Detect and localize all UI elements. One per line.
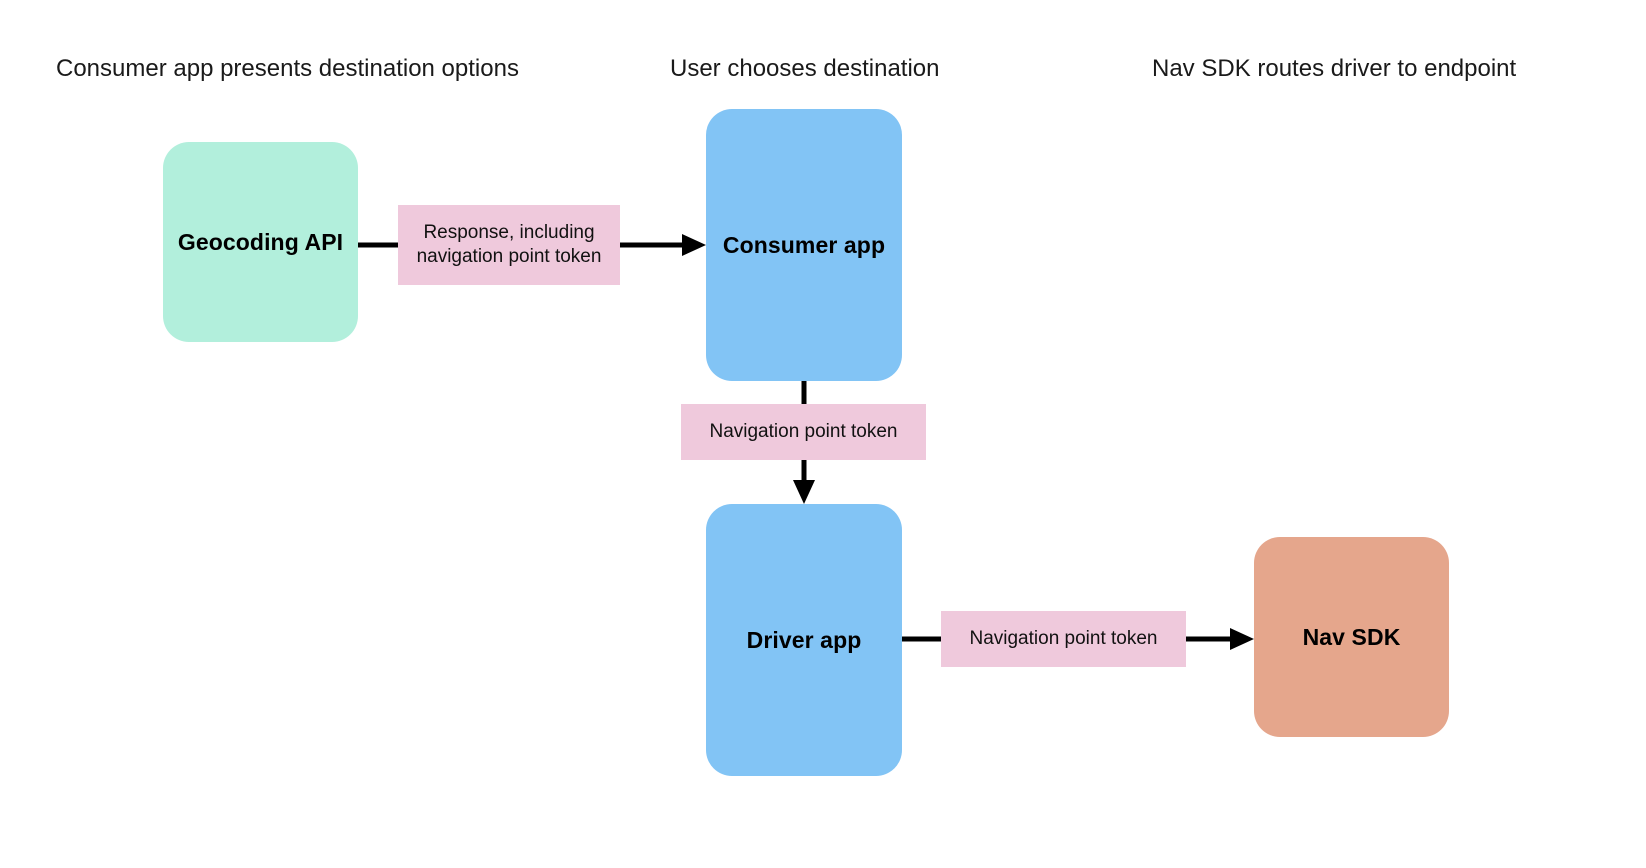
node-geocoding-api[interactable]: Geocoding API (163, 142, 358, 342)
column-heading-nav-sdk: Nav SDK routes driver to endpoint (1152, 55, 1517, 82)
edge-label-response-including-navigation-point-token: Response, including navigation point tok… (398, 205, 620, 285)
node-consumer-app-label: Consumer app (722, 231, 886, 258)
node-nav-sdk-label: Nav SDK (1302, 623, 1401, 650)
edge-label-response-text: Response, including navigation point tok… (416, 221, 602, 267)
node-geocoding-api-label: Geocoding API (177, 228, 344, 255)
node-driver-app[interactable]: Driver app (706, 504, 902, 776)
column-heading-user: User chooses destination (670, 55, 940, 82)
edge-label-navigation-point-token-text-2: Navigation point token (969, 627, 1158, 649)
arrowhead-to-consumer-app (682, 234, 706, 256)
node-driver-app-label: Driver app (746, 626, 862, 653)
column-heading-consumer: Consumer app presents destination option… (56, 55, 519, 82)
arrowhead-to-driver-app (793, 480, 815, 504)
node-nav-sdk[interactable]: Nav SDK (1254, 537, 1449, 737)
node-consumer-app[interactable]: Consumer app (706, 109, 902, 381)
edge-label-navigation-point-token-text-1: Navigation point token (709, 420, 898, 442)
edge-label-navigation-point-token-consumer-driver: Navigation point token (681, 404, 926, 460)
arrowhead-to-nav-sdk (1230, 628, 1254, 650)
edge-label-navigation-point-token-driver-navsdk: Navigation point token (941, 611, 1186, 667)
